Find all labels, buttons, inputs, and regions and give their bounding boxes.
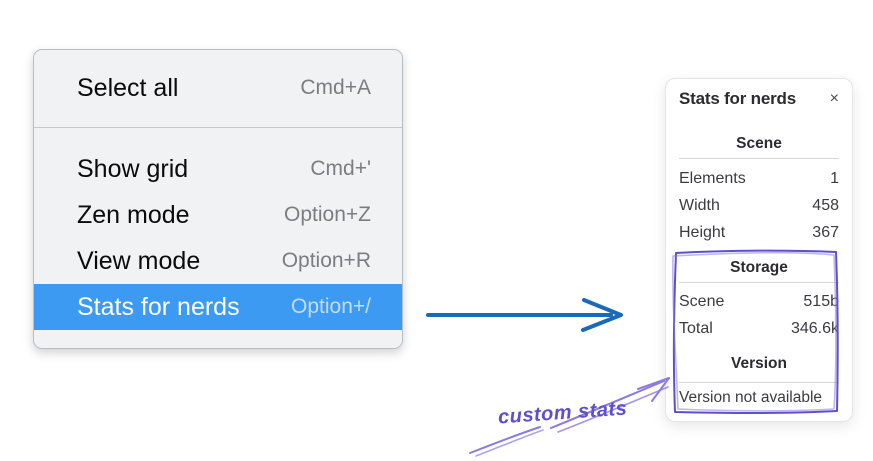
section-heading-version: Version xyxy=(731,355,787,372)
menu-item-label: Select all xyxy=(77,73,179,102)
menu-item-shortcut: Option+/ xyxy=(291,295,371,318)
section-divider xyxy=(679,282,839,283)
context-menu: Select all Cmd+A Show grid Cmd+' Zen mod… xyxy=(33,49,403,349)
menu-item-label: Show grid xyxy=(77,154,189,183)
stat-value: 346.6k xyxy=(790,320,839,337)
section-heading-scene: Scene xyxy=(736,135,782,152)
stat-value: 367 xyxy=(812,224,839,241)
annotation-tail-stroke-sketch xyxy=(475,429,544,457)
menu-separator xyxy=(34,127,402,128)
menu-item-shortcut: Option+R xyxy=(281,249,371,272)
stat-row-width: Width 458 xyxy=(679,198,839,214)
annotation-tail-stroke xyxy=(469,426,541,454)
stat-label: Elements xyxy=(679,170,746,187)
menu-item-zen-mode[interactable]: Zen mode Option+Z xyxy=(34,192,402,238)
menu-item-label: View mode xyxy=(77,246,201,275)
stats-panel-header: Stats for nerds × xyxy=(679,89,839,108)
version-note: Version not available xyxy=(679,389,823,406)
menu-item-shortcut: Option+Z xyxy=(284,203,371,226)
stat-label: Scene xyxy=(679,293,725,310)
section-divider xyxy=(679,382,839,383)
menu-item-shortcut: Cmd+A xyxy=(300,76,371,99)
menu-item-show-grid[interactable]: Show grid Cmd+' xyxy=(34,146,402,192)
stat-label: Width xyxy=(679,197,720,214)
flow-arrow-head xyxy=(581,298,623,332)
stat-label: Height xyxy=(679,224,726,241)
stat-value: 458 xyxy=(812,197,839,214)
close-icon[interactable]: × xyxy=(829,90,839,107)
stat-value: 515b xyxy=(803,293,839,310)
section-heading-storage: Storage xyxy=(730,259,788,276)
menu-item-select-all[interactable]: Select all Cmd+A xyxy=(34,65,402,111)
stat-row-elements: Elements 1 xyxy=(679,171,839,187)
stat-row-height: Height 367 xyxy=(679,225,839,241)
stat-value: 1 xyxy=(830,170,839,187)
menu-item-label: Stats for nerds xyxy=(77,292,240,321)
stats-panel: Stats for nerds × Scene Elements 1 Width… xyxy=(665,78,853,422)
stat-row-scene-size: Scene 515b xyxy=(679,294,839,310)
menu-item-shortcut: Cmd+' xyxy=(310,157,371,180)
annotation-custom-stats-label: custom stats xyxy=(497,397,628,429)
section-divider xyxy=(679,158,839,159)
stat-row-total-size: Total 346.6k xyxy=(679,321,839,337)
stat-label: Total xyxy=(679,320,713,337)
menu-item-view-mode[interactable]: View mode Option+R xyxy=(34,238,402,284)
menu-item-stats-for-nerds[interactable]: Stats for nerds Option+/ xyxy=(34,284,402,330)
menu-item-label: Zen mode xyxy=(77,200,190,229)
panel-title: Stats for nerds xyxy=(679,89,796,108)
